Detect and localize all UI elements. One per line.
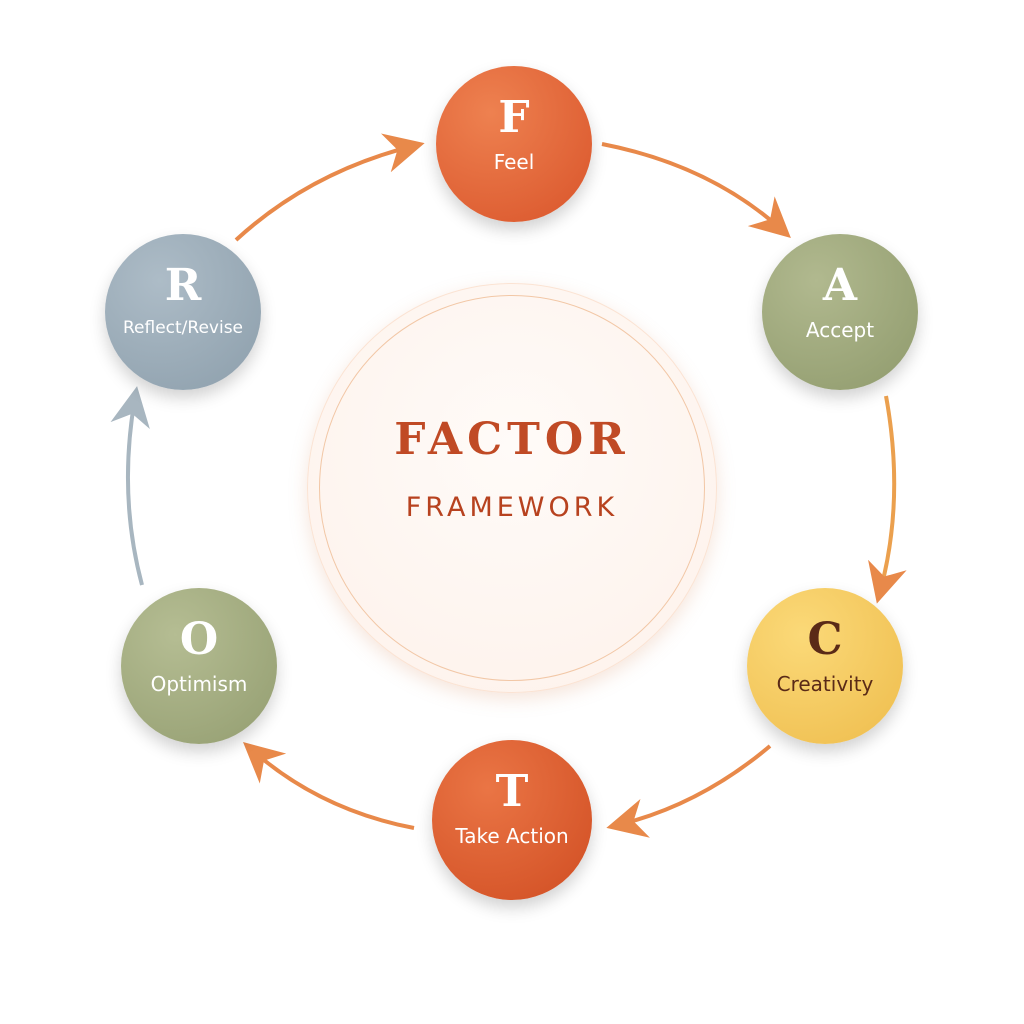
node-reflect-revise: R Reflect/Revise	[105, 234, 261, 390]
node-letter: T	[495, 766, 529, 817]
node-label: Creativity	[776, 672, 874, 696]
node-letter: F	[498, 92, 530, 143]
node-letter: R	[164, 260, 202, 311]
arrow-accept-to-creativity	[868, 395, 907, 604]
arrow-action-to-optimism	[242, 742, 415, 830]
node-optimism: O Optimism	[121, 588, 277, 744]
center-subtitle: FRAMEWORK	[405, 492, 619, 523]
node-label: Optimism	[150, 672, 248, 696]
arrow-reflect-to-feel	[234, 133, 425, 242]
arrow-feel-to-accept	[601, 142, 791, 239]
node-letter: C	[807, 614, 843, 665]
node-label: Accept	[805, 318, 875, 342]
center-circle: FACTOR FRAMEWORK	[307, 283, 717, 693]
node-accept: A Accept	[762, 234, 918, 390]
arrow-optimism-to-reflect	[110, 386, 150, 586]
node-feel: F Feel	[436, 66, 592, 222]
center-inner-ring	[319, 295, 705, 681]
node-label: Reflect/Revise	[122, 318, 244, 338]
node-take-action: T Take Action	[432, 740, 592, 900]
center-title: FACTOR	[394, 414, 630, 465]
node-label: Feel	[493, 150, 535, 174]
node-creativity: C Creativity	[747, 588, 903, 744]
node-letter: A	[822, 260, 858, 311]
node-letter: O	[179, 614, 219, 665]
arrow-creativity-to-action	[606, 744, 772, 838]
node-label: Take Action	[455, 824, 569, 848]
